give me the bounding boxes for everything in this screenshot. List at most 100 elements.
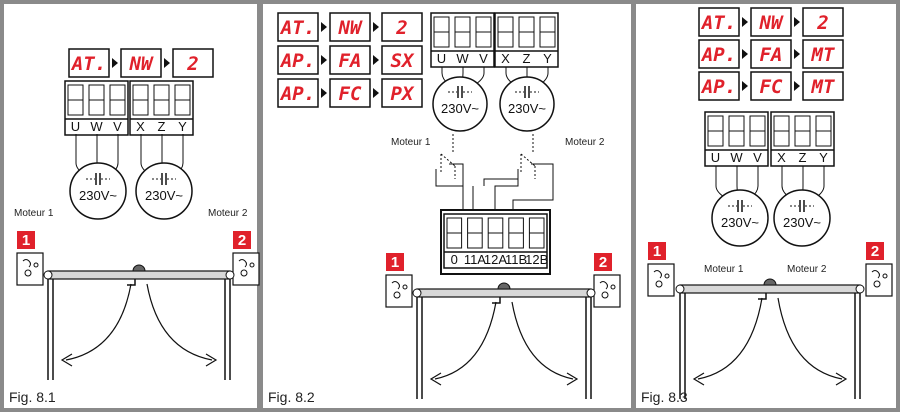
hinge-icon xyxy=(855,284,865,294)
motor-icon xyxy=(773,189,831,247)
voltage-label: 230V~ xyxy=(508,101,546,116)
arrow-icon xyxy=(373,88,379,98)
terminal-label: U xyxy=(71,119,80,134)
lcd-display xyxy=(68,48,110,78)
lcd-value: FA xyxy=(760,44,783,66)
lcd-display xyxy=(802,39,844,69)
terminal-label: Y xyxy=(178,119,187,134)
arrow-icon xyxy=(60,353,73,367)
arrow-icon xyxy=(794,49,800,59)
wire xyxy=(715,166,726,199)
lcd-display xyxy=(698,7,740,37)
swing-arc xyxy=(777,297,843,380)
terminal-label: Z xyxy=(158,119,166,134)
lcd-value: NW xyxy=(129,53,154,75)
gate-leaf xyxy=(679,284,861,294)
voltage-label: 230V~ xyxy=(783,215,821,230)
terminal-label: V xyxy=(753,150,762,165)
gate-stop-icon xyxy=(132,264,146,272)
lcd-display xyxy=(277,12,319,42)
figure-label: Fig. 8.2 xyxy=(268,389,315,405)
arrow-icon xyxy=(742,81,748,91)
lcd-display xyxy=(329,78,371,108)
terminal-label: 11B xyxy=(505,252,527,267)
arrow-icon xyxy=(164,58,170,68)
hinge-icon xyxy=(43,270,53,280)
lcd-value: SX xyxy=(391,50,415,72)
lcd-display xyxy=(381,45,423,75)
lcd-display xyxy=(120,48,162,78)
motor-icon xyxy=(499,76,555,132)
arrow-icon xyxy=(205,353,218,367)
terminal-label: X xyxy=(136,119,145,134)
arrow-icon xyxy=(835,372,848,386)
lcd-value: FC xyxy=(339,83,362,105)
lcd-value: MT xyxy=(811,76,835,98)
lcd-value: 2 xyxy=(395,17,407,39)
gate-pillar xyxy=(865,263,893,297)
lcd-display xyxy=(698,71,740,101)
motor-label: Moteur 1 xyxy=(704,264,744,275)
stone-texture xyxy=(22,259,39,277)
latch-icon xyxy=(127,279,136,286)
gate-pillar xyxy=(647,263,675,297)
stone-texture xyxy=(599,281,616,299)
lcd-display xyxy=(329,45,371,75)
lcd-display xyxy=(172,48,214,78)
lcd-display xyxy=(802,7,844,37)
lcd-display xyxy=(698,39,740,69)
swing-arc xyxy=(434,301,497,380)
lcd-value: AT. xyxy=(70,53,106,75)
terminal-label: 11A xyxy=(464,252,486,267)
gate-stop-icon xyxy=(497,282,511,290)
terminal-label: Y xyxy=(819,150,828,165)
lcd-value: AT. xyxy=(700,12,736,34)
gate-pillar xyxy=(16,252,44,286)
badge-number: 1 xyxy=(391,254,399,271)
arrow-icon xyxy=(112,58,118,68)
number-badge xyxy=(866,242,884,260)
terminal-label: 12A xyxy=(484,252,507,267)
terminal-label: W xyxy=(730,150,743,165)
lcd-display xyxy=(802,71,844,101)
arrow-icon xyxy=(429,372,442,386)
motor-label: Moteur 2 xyxy=(565,137,605,148)
number-badge xyxy=(17,231,35,249)
figure-label: Fig. 8.3 xyxy=(641,389,688,405)
stone-texture xyxy=(871,270,888,288)
limit-switch xyxy=(440,134,456,179)
arrow-icon xyxy=(373,55,379,65)
lcd-value: FC xyxy=(760,76,783,98)
arrow-icon xyxy=(321,88,327,98)
hinge-icon xyxy=(586,288,596,298)
lcd-value: AP. xyxy=(700,76,736,98)
arrow-icon xyxy=(321,55,327,65)
badge-number: 2 xyxy=(238,232,246,249)
lcd-value: NW xyxy=(759,12,784,34)
arrow-icon xyxy=(321,22,327,32)
lcd-value: AP. xyxy=(279,50,315,72)
badge-number: 2 xyxy=(871,243,879,260)
figure-label: Fig. 8.1 xyxy=(9,389,56,405)
hinge-icon xyxy=(412,288,422,298)
motor-label: Moteur 1 xyxy=(391,137,431,148)
motor-label: Moteur 1 xyxy=(14,208,54,219)
swing-arc xyxy=(65,283,132,361)
lcd-display xyxy=(750,39,792,69)
terminal-label: W xyxy=(90,119,103,134)
stone-texture xyxy=(391,281,408,299)
gate-pillar xyxy=(593,274,621,308)
arrow-icon xyxy=(794,81,800,91)
lcd-display xyxy=(329,12,371,42)
motor-icon xyxy=(711,189,769,247)
terminal-label: Z xyxy=(523,51,531,66)
latch-icon xyxy=(758,293,767,300)
swing-arc xyxy=(697,297,763,380)
terminal-label: X xyxy=(777,150,786,165)
motor-icon xyxy=(135,162,193,220)
motor-label: Moteur 2 xyxy=(787,264,827,275)
